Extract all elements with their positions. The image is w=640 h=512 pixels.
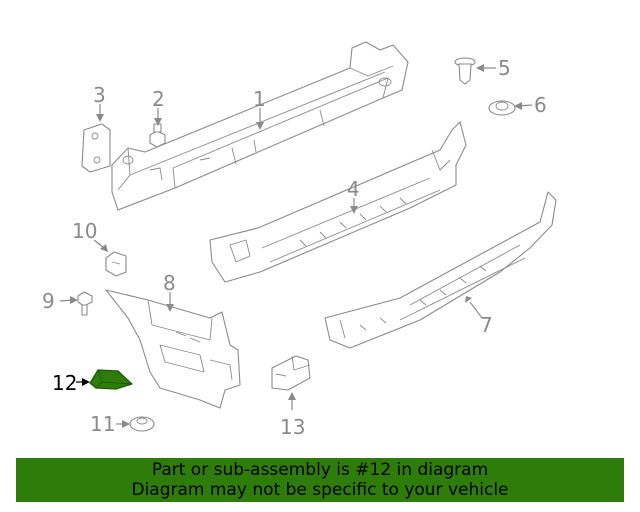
callout-4: 4 xyxy=(347,177,360,201)
part-12-highlighted xyxy=(89,369,133,390)
part-6-clip-nut xyxy=(488,100,516,116)
part-10-clip xyxy=(105,251,127,277)
part-5-push-clip xyxy=(454,57,476,85)
callout-3: 3 xyxy=(93,83,106,107)
callout-2: 2 xyxy=(152,87,165,111)
part-7-lower-absorber xyxy=(324,191,557,349)
part-4-energy-absorber xyxy=(209,121,467,283)
banner-line-2: Diagram may not be specific to your vehi… xyxy=(131,480,509,500)
part-13-bracket xyxy=(271,355,311,391)
leader-lines xyxy=(59,64,533,428)
callout-5: 5 xyxy=(498,56,511,80)
part-2-nut xyxy=(149,123,166,148)
notice-banner: Part or sub-assembly is #12 in diagram D… xyxy=(16,458,624,502)
callout-1: 1 xyxy=(253,87,266,111)
callout-7: 7 xyxy=(480,313,493,337)
callout-10: 10 xyxy=(72,219,97,243)
callout-13: 13 xyxy=(280,415,305,439)
banner-line-1: Part or sub-assembly is #12 in diagram xyxy=(151,460,489,480)
callout-8: 8 xyxy=(163,271,176,295)
part-11-nut xyxy=(129,416,155,432)
callout-12-highlighted: 12 xyxy=(52,371,77,395)
parts-diagram: 1 2 3 4 5 6 7 8 9 10 11 12 13 xyxy=(42,41,557,439)
callout-6: 6 xyxy=(534,93,547,117)
part-3-bracket-plate xyxy=(81,123,111,173)
callout-9: 9 xyxy=(42,289,55,313)
callout-11: 11 xyxy=(90,412,115,436)
part-9-bolt xyxy=(77,291,93,316)
part-8-side-bracket xyxy=(105,289,241,409)
